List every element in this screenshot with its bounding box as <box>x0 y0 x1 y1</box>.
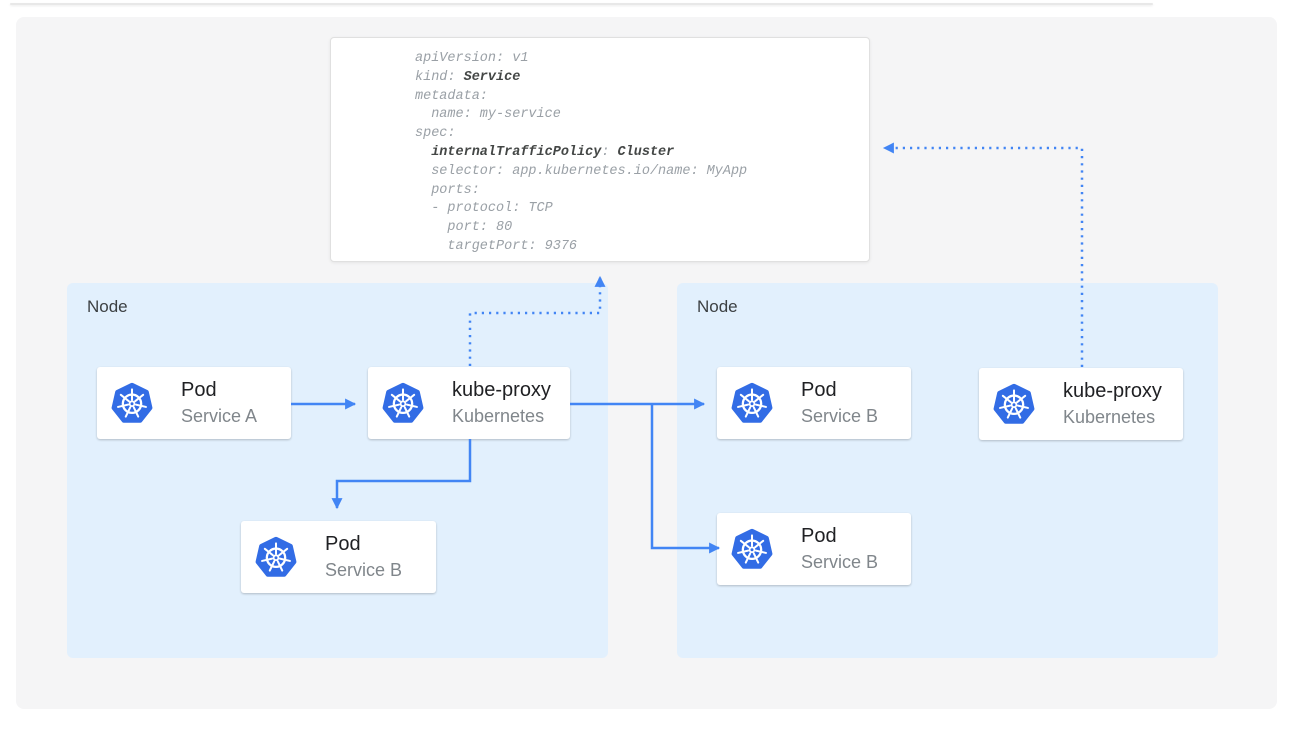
kubernetes-helm-icon <box>730 527 774 571</box>
card-pod-service-b-right-node-top: Pod Service B <box>717 367 911 439</box>
node-box-right: Node <box>677 283 1218 658</box>
card-subtitle: Service B <box>325 559 403 580</box>
card-title: kube-proxy <box>452 379 551 402</box>
card-pod-service-a: Pod Service A <box>97 367 291 439</box>
card-pod-service-b-right-node-bottom: Pod Service B <box>717 513 911 585</box>
node-label: Node <box>697 297 738 316</box>
card-title: Pod <box>801 525 837 548</box>
kubernetes-helm-icon <box>110 381 154 425</box>
card-pod-service-b-left-node: Pod Service B <box>241 521 436 593</box>
card-subtitle: Service A <box>181 405 258 426</box>
card-subtitle: Service B <box>801 551 879 572</box>
card-subtitle: Service B <box>801 405 879 426</box>
card-title: Pod <box>801 379 837 402</box>
card-title: Pod <box>325 533 361 556</box>
card-title: Pod <box>181 379 217 402</box>
kubernetes-helm-icon <box>730 381 774 425</box>
card-subtitle: Kubernetes <box>1063 406 1156 427</box>
node-label: Node <box>87 297 128 316</box>
kubernetes-helm-icon <box>254 535 298 579</box>
kubernetes-helm-icon <box>381 381 425 425</box>
card-kube-proxy-left: kube-proxy Kubernetes <box>368 367 570 439</box>
node-box-left: Node <box>67 283 608 658</box>
page-top-divider <box>10 3 1153 5</box>
card-title: kube-proxy <box>1063 380 1162 403</box>
kubernetes-helm-icon <box>992 382 1036 426</box>
card-kube-proxy-right: kube-proxy Kubernetes <box>979 368 1183 440</box>
card-subtitle: Kubernetes <box>452 405 545 426</box>
